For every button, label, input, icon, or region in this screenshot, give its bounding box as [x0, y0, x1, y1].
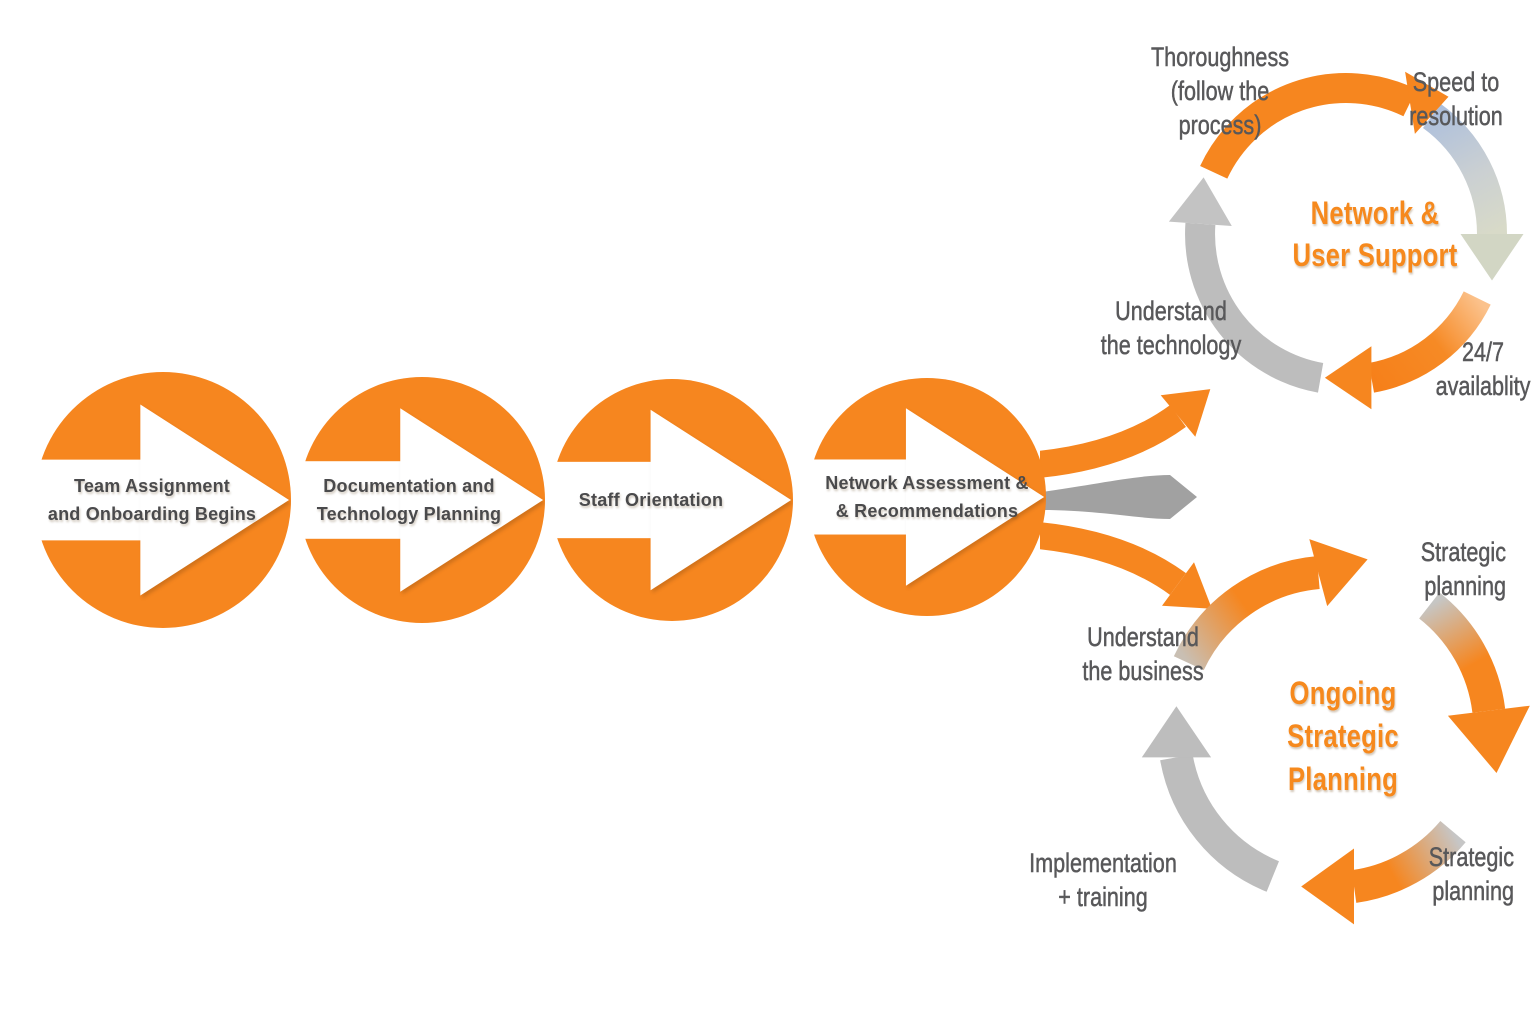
step-label-line: & Recommendations: [835, 501, 1019, 521]
flow-step-network-assessment: Network Assessment & & Recommendations: [808, 378, 1046, 616]
cycle-arrowhead-icon: [1309, 539, 1368, 607]
cycle-arrowhead-icon: [1405, 71, 1449, 134]
cycle-arrowhead-icon: [1301, 848, 1354, 925]
flow-step-circle: [299, 377, 545, 623]
strategic-planning-cycle-icon: [1141, 539, 1530, 925]
cycle-arrowhead-icon: [1324, 346, 1372, 410]
label-24-7-availability: 24/7 availablity: [1435, 337, 1531, 402]
label-understand-the-technology: Understand the technology: [1100, 296, 1242, 361]
cycle-arc-icon: [1185, 222, 1324, 393]
right-arrow-icon: [35, 404, 290, 596]
flow-step-circle: [551, 379, 793, 621]
flow-step-documentation: Documentation and Technology Planning: [299, 377, 545, 623]
flow-step-circle: [808, 378, 1046, 616]
cycle-arc-icon: [1351, 820, 1466, 903]
step-label-line: Network Assessment &: [825, 473, 1029, 493]
cycle-arc-icon: [1160, 754, 1280, 892]
flow-step-label: Team Assignment and Onboarding Begins: [35, 372, 291, 628]
flow-step-label: Staff Orientation: [551, 379, 793, 621]
branch-arrow-down-head-icon: [1162, 562, 1212, 609]
label-strategic-planning-bottom: Strategic planning: [1428, 842, 1515, 907]
branch-arrows: [1040, 389, 1212, 609]
step-label-line: and Onboarding Begins: [47, 504, 257, 524]
label-speed-to-resolution: Speed to resolution: [1409, 67, 1503, 132]
flow-step-team-assignment: Team Assignment and Onboarding Begins: [35, 372, 291, 628]
right-arrow-icon: [551, 409, 792, 591]
cycle-arc-icon: [1418, 592, 1506, 714]
branch-ribbon-icon: [1042, 475, 1197, 519]
branch-arrow-up-icon: [1040, 404, 1186, 478]
cycle-arc-icon: [1200, 73, 1417, 179]
cycle-arc-icon: [1173, 556, 1321, 671]
label-implementation-training: Implementation + training: [1029, 848, 1177, 913]
cycle-arrowhead-icon: [1168, 177, 1232, 226]
cycle-title-network-user-support: Network & User Support: [1292, 195, 1458, 273]
label-thoroughness: Thoroughness (follow the process): [1150, 42, 1290, 141]
step-label-line: Documentation and: [323, 476, 495, 496]
right-arrow-icon: [808, 408, 1045, 586]
step-label-line: Technology Planning: [316, 504, 502, 524]
network-support-cycle-icon: [1168, 71, 1524, 410]
flow-step-label: Network Assessment & & Recommendations: [808, 378, 1046, 616]
cycle-arc-icon: [1422, 103, 1507, 235]
branch-arrow-down-icon: [1040, 522, 1186, 596]
cycle-arrowhead-icon: [1460, 234, 1524, 281]
label-understand-the-business: Understand the business: [1082, 622, 1204, 687]
flow-step-circle: [35, 372, 291, 628]
branch-arrow-up-head-icon: [1160, 389, 1211, 437]
cycle-arc-icon: [1368, 291, 1491, 393]
step-label-line: Team Assignment: [73, 476, 231, 496]
label-strategic-planning-top: Strategic planning: [1420, 537, 1507, 602]
flow-step-staff-orientation: Staff Orientation: [551, 379, 793, 621]
step-label-line: Staff Orientation: [578, 490, 724, 510]
cycle-title-ongoing-strategic-planning: Ongoing Strategic Planning: [1287, 675, 1399, 797]
cycle-arrowhead-icon: [1447, 705, 1530, 773]
flow-step-label: Documentation and Technology Planning: [299, 377, 545, 623]
right-arrow-icon: [299, 408, 544, 592]
cycle-arrowhead-icon: [1141, 706, 1212, 758]
